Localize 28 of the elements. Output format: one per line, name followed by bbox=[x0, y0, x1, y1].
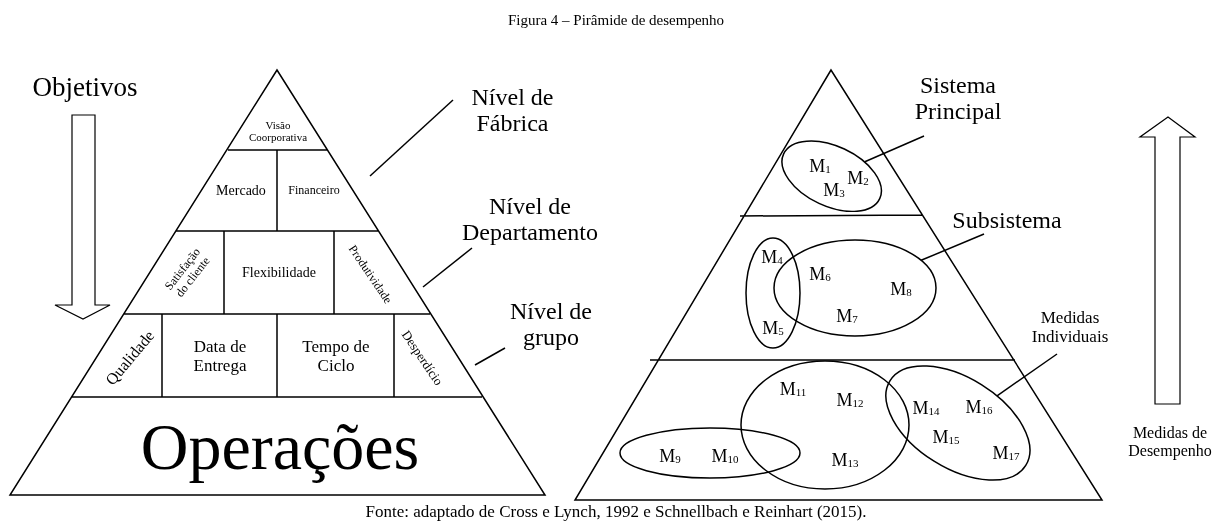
category-label: Flexibilidade bbox=[226, 258, 332, 288]
level-label: Nível de Fábrica bbox=[455, 80, 570, 140]
source-caption: Fonte: adaptado de Cross e Lynch, 1992 e Schnellbach e Reinhart (2015). bbox=[364, 503, 868, 522]
leader-line bbox=[474, 347, 506, 366]
figure-title: Figura 4 – Pirâmide de desempenho bbox=[506, 12, 726, 29]
leader-line bbox=[422, 247, 473, 288]
measure-ellipse bbox=[781, 139, 883, 213]
measure-ellipse bbox=[740, 360, 910, 490]
level-label: Sistema Principal bbox=[897, 68, 1019, 128]
level-label: Nível de grupo bbox=[496, 294, 606, 354]
leader-line bbox=[996, 353, 1058, 397]
category-label: Data de Entrega bbox=[180, 325, 260, 389]
measure-ellipse bbox=[745, 237, 801, 349]
category-label: Visão Coorporativa bbox=[238, 112, 318, 150]
category-label: Financeiro bbox=[279, 176, 349, 206]
category-label: Tempo de Ciclo bbox=[296, 325, 376, 389]
level-label: Medidas Individuais bbox=[1024, 306, 1116, 350]
leader-line bbox=[920, 233, 985, 262]
leader-line bbox=[864, 135, 925, 163]
category-label: Mercado bbox=[205, 176, 277, 206]
measures-label: Medidas de Desempenho bbox=[1127, 424, 1213, 460]
objectives-label: Objetivos bbox=[31, 73, 139, 103]
measure-ellipse bbox=[619, 427, 801, 479]
category-label: Operações bbox=[60, 400, 500, 495]
measure-ellipse bbox=[885, 364, 1031, 482]
level-label: Subsistema bbox=[937, 204, 1077, 236]
leader-line bbox=[369, 99, 454, 177]
level-label: Nível de Departamento bbox=[455, 188, 605, 250]
